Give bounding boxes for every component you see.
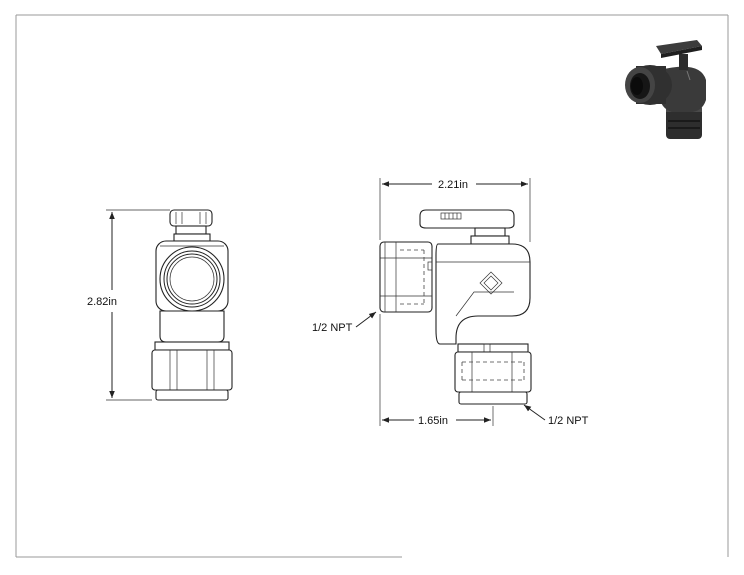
inlet-npt-label: 1/2 NPT bbox=[312, 322, 353, 334]
side-view: 2.21in 1.65in 1/2 NPT 1/2 NPT bbox=[312, 178, 589, 427]
width-dimension: 2.21in bbox=[379, 178, 531, 242]
side-inlet-fitting bbox=[379, 241, 433, 313]
front-body bbox=[155, 240, 229, 343]
offset-dim-label: 1.65in bbox=[418, 415, 448, 427]
side-body bbox=[435, 243, 531, 345]
height-dim-label: 2.82in bbox=[87, 296, 117, 308]
side-handle bbox=[419, 209, 515, 245]
offset-dimension: 1.65in bbox=[379, 314, 494, 427]
inlet-npt-callout: 1/2 NPT bbox=[312, 311, 377, 334]
side-outlet-nut bbox=[454, 343, 532, 405]
front-view: 2.82in bbox=[87, 209, 233, 401]
front-handle bbox=[169, 209, 213, 242]
angle-valve-iso-render bbox=[625, 40, 706, 139]
height-dimension: 2.82in bbox=[87, 209, 170, 401]
width-dim-label: 2.21in bbox=[438, 179, 468, 191]
front-compression-nut bbox=[151, 341, 233, 401]
sheet-border bbox=[15, 14, 729, 558]
outlet-npt-label: 1/2 NPT bbox=[548, 415, 589, 427]
outlet-npt-callout: 1/2 NPT bbox=[523, 404, 589, 427]
